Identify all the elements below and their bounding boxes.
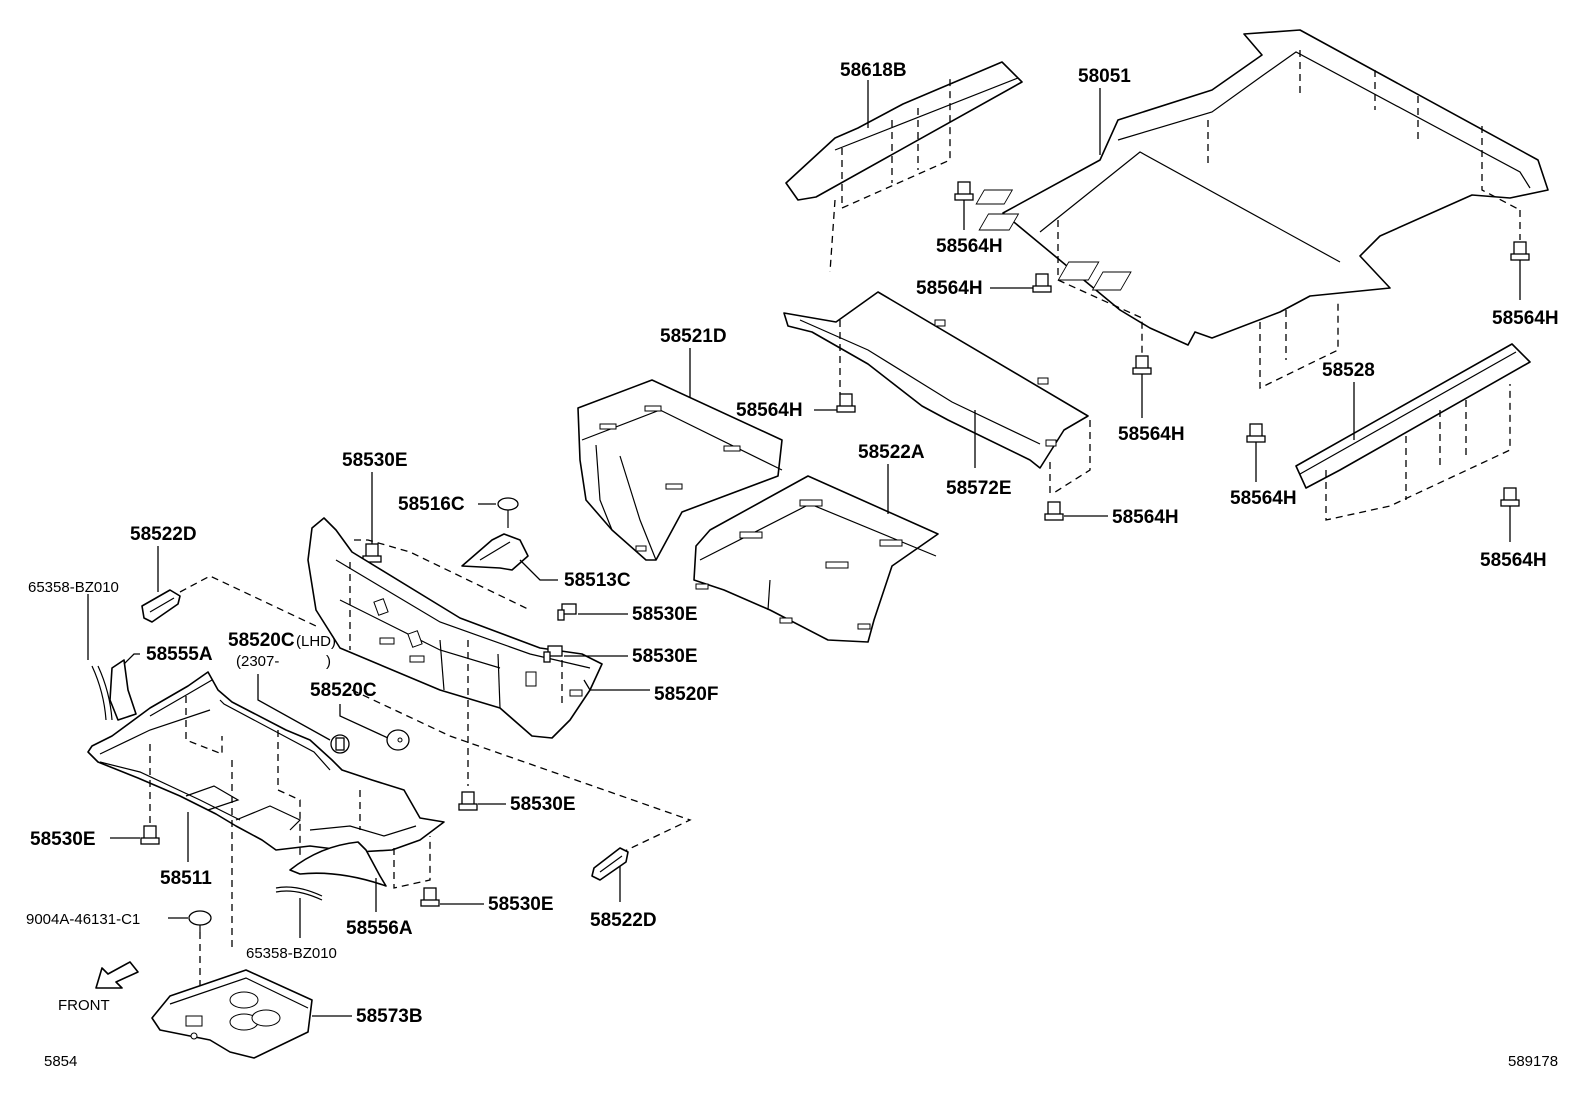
leader-58520F (583, 679, 650, 691)
part-58520F-panel (307, 517, 692, 859)
label-58564H-2: 58564H (1492, 308, 1559, 329)
part-58522D-clip-bottom (591, 847, 629, 881)
label-58564H-5: 58564H (736, 400, 803, 421)
label-58528: 58528 (1322, 360, 1375, 381)
part-58572E-panel (783, 291, 1091, 496)
label-58530E-1: 58530E (342, 450, 408, 471)
label-58556A: 58556A (346, 918, 413, 939)
label-58573B: 58573B (356, 1006, 423, 1027)
screw-58516C (497, 497, 519, 528)
clip-58530E-5 (458, 791, 478, 811)
label-58516C: 58516C (398, 494, 465, 515)
label-58520C-date-close: ) (326, 653, 331, 670)
label-58520C-lhd-note: (LHD) (296, 633, 336, 650)
label-58564H-3: 58564H (1118, 424, 1185, 445)
part-58521D-insulator (577, 379, 783, 561)
clip-58530E-4 (140, 825, 160, 845)
part-58555A-trim (109, 659, 137, 721)
label-65358-1: 65358-BZ010 (28, 579, 119, 596)
label-58572E: 58572E (946, 478, 1012, 499)
label-58520C-lhd: 58520C (228, 630, 295, 651)
label-58520F: 58520F (654, 684, 718, 705)
label-58520C: 58520C (310, 680, 377, 701)
label-58530E-6: 58530E (488, 894, 554, 915)
part-65358-trim-left (91, 665, 113, 721)
part-58522A-insulator (693, 475, 939, 643)
leader-58555A (123, 653, 140, 665)
clip-58564H-2 (1510, 241, 1530, 261)
label-58564H-6: 58564H (1112, 507, 1179, 528)
clip-58564H-7 (1246, 423, 1266, 443)
part-58573B-console (151, 969, 313, 1059)
clip-58564H-3 (1132, 355, 1152, 375)
label-58522D-1: 58522D (130, 524, 197, 545)
part-65358-trim-lower (275, 886, 323, 901)
clip-58530E-2 (557, 603, 577, 621)
clip-58530E-3 (543, 645, 563, 663)
label-58555A: 58555A (146, 644, 213, 665)
leader-58520C (339, 704, 389, 739)
label-58522D-2: 58522D (590, 910, 657, 931)
label-65358-2: 65358-BZ010 (246, 945, 337, 962)
clip-58564H-4 (1032, 273, 1052, 293)
label-9004A: 9004A-46131-C1 (26, 911, 140, 928)
label-58522A: 58522A (858, 442, 925, 463)
clip-58530E-6 (420, 887, 440, 907)
clip-58520C-lhd (330, 734, 350, 754)
clip-58564H-1 (954, 181, 974, 201)
label-58521D: 58521D (660, 326, 727, 347)
part-58528-panel (1295, 343, 1531, 521)
leader-58520C-lhd (257, 674, 331, 741)
label-58564H-4: 58564H (916, 278, 983, 299)
front-arrow-icon (95, 961, 139, 989)
label-58530E-2: 58530E (632, 604, 698, 625)
label-58051: 58051 (1078, 66, 1131, 87)
figure-number: 589178 (1508, 1053, 1558, 1070)
clip-58564H-8 (1500, 487, 1520, 507)
part-58511-insulator (87, 671, 445, 948)
label-58513C: 58513C (564, 570, 631, 591)
label-58564H-8: 58564H (1480, 550, 1547, 571)
label-58511: 58511 (160, 868, 212, 889)
page-ref: 5854 (44, 1053, 77, 1070)
clip-58564H-5 (836, 393, 856, 413)
label-58520C-date: (2307- (236, 653, 279, 670)
part-58522D-clip-top (141, 575, 317, 627)
label-58618B: 58618B (840, 60, 907, 81)
label-58530E-5: 58530E (510, 794, 576, 815)
leader-58513C (519, 559, 558, 581)
label-58564H-7: 58564H (1230, 488, 1297, 509)
part-58513C-bracket (461, 533, 529, 571)
clip-58530E-1 (362, 543, 382, 563)
screw-9004A (188, 910, 212, 932)
part-58051-floor-panel (975, 29, 1549, 390)
clip-58564H-6 (1044, 501, 1064, 521)
label-58530E-4: 58530E (30, 829, 96, 850)
label-front: FRONT (58, 997, 110, 1014)
label-58530E-3: 58530E (632, 646, 698, 667)
part-58556A-trim (289, 841, 387, 887)
clip-58520C (386, 729, 410, 751)
part-58618B-panel (785, 61, 1023, 273)
label-58564H-1: 58564H (936, 236, 1003, 257)
